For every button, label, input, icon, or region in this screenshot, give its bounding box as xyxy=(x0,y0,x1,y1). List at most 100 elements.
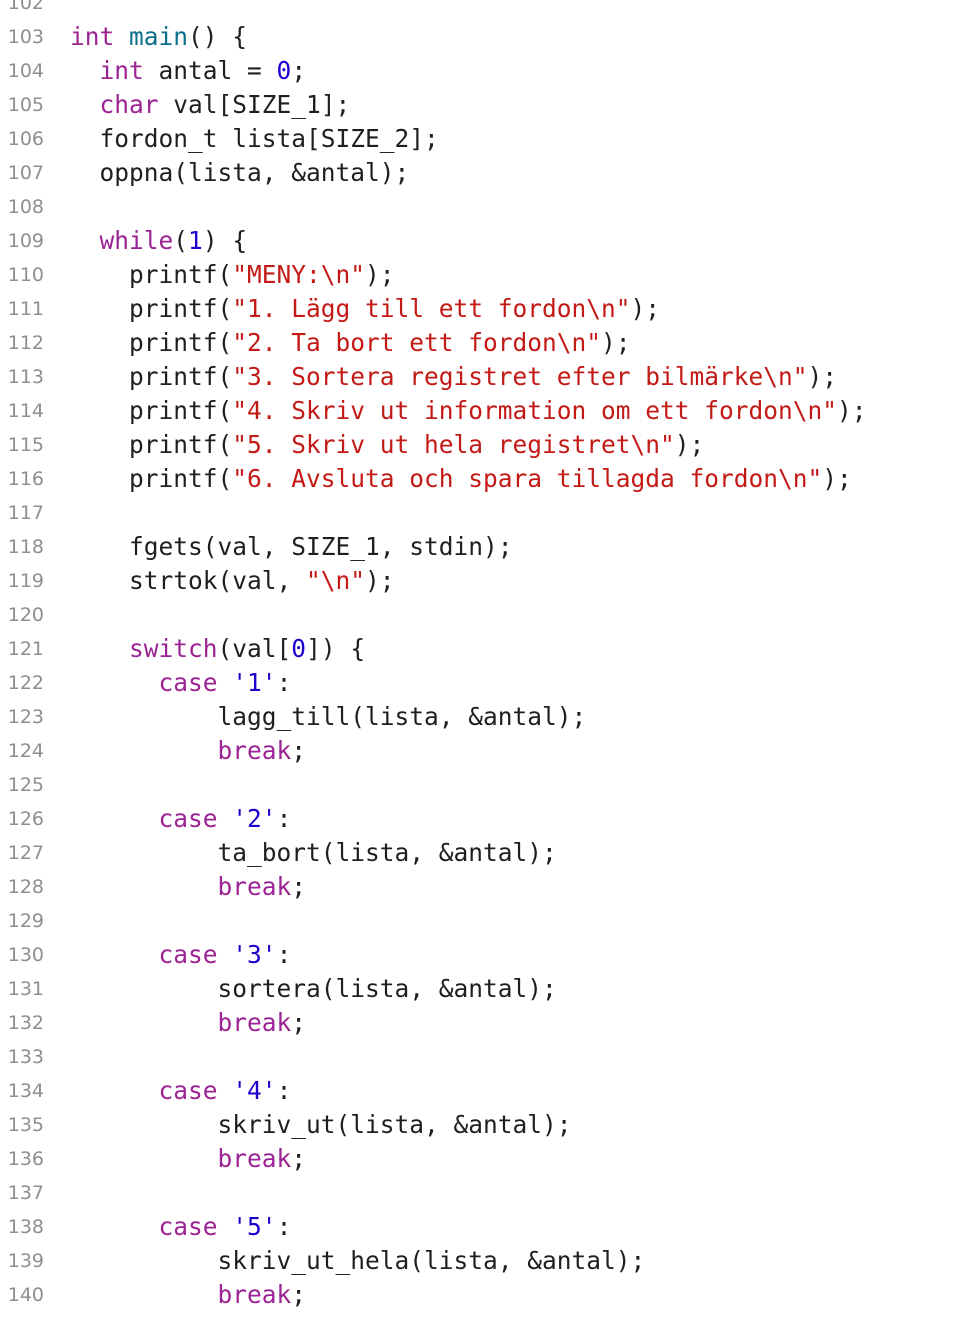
code-line[interactable]: 113 printf("3. Sortera registret efter b… xyxy=(0,360,960,394)
code-text[interactable]: sortera(lista, &antal); xyxy=(44,972,960,1006)
code-text[interactable]: break; xyxy=(44,870,960,904)
code-line[interactable]: 123 lagg_till(lista, &antal); xyxy=(0,700,960,734)
code-line[interactable]: 105 char val[SIZE_1]; xyxy=(0,88,960,122)
code-text[interactable]: printf("6. Avsluta och spara tillagda fo… xyxy=(44,462,960,496)
code-line[interactable]: 128 break; xyxy=(0,870,960,904)
code-token-plain: ); xyxy=(601,328,631,357)
code-token-plain: printf( xyxy=(70,294,233,323)
code-token-number: '4' xyxy=(232,1076,277,1105)
code-text[interactable] xyxy=(44,598,960,632)
code-text[interactable]: lagg_till(lista, &antal); xyxy=(44,700,960,734)
code-text[interactable]: fgets(val, SIZE_1, stdin); xyxy=(44,530,960,564)
code-token-keyword: case xyxy=(158,804,218,833)
code-text[interactable]: break; xyxy=(44,1006,960,1040)
code-text[interactable]: skriv_ut_hela(lista, &antal); xyxy=(44,1244,960,1278)
code-text[interactable]: printf("MENY:\n"); xyxy=(44,258,960,292)
code-line[interactable]: 140 break; xyxy=(0,1278,960,1312)
code-text[interactable]: while(1) { xyxy=(44,224,960,258)
code-line[interactable]: 120 xyxy=(0,598,960,632)
code-text[interactable]: printf("4. Skriv ut information om ett f… xyxy=(44,394,960,428)
code-line[interactable]: 109 while(1) { xyxy=(0,224,960,258)
code-token-plain xyxy=(70,872,218,901)
code-line[interactable]: 104 int antal = 0; xyxy=(0,54,960,88)
code-text[interactable] xyxy=(44,904,960,938)
code-text[interactable]: char val[SIZE_1]; xyxy=(44,88,960,122)
code-text[interactable] xyxy=(44,1040,960,1074)
code-text[interactable]: int antal = 0; xyxy=(44,54,960,88)
line-number: 123 xyxy=(7,706,44,728)
code-token-plain: printf( xyxy=(70,362,233,391)
code-text[interactable]: printf("1. Lägg till ett fordon\n"); xyxy=(44,292,960,326)
code-text[interactable]: case '4': xyxy=(44,1074,960,1108)
code-line[interactable]: 112 printf("2. Ta bort ett fordon\n"); xyxy=(0,326,960,360)
code-text[interactable]: case '1': xyxy=(44,666,960,700)
code-token-plain: : xyxy=(276,668,292,697)
code-line[interactable]: 121 switch(val[0]) { xyxy=(0,632,960,666)
code-text[interactable] xyxy=(44,190,960,224)
code-line[interactable]: 139 skriv_ut_hela(lista, &antal); xyxy=(0,1244,960,1278)
code-text[interactable]: ta_bort(lista, &antal); xyxy=(44,836,960,870)
code-line[interactable]: 127 ta_bort(lista, &antal); xyxy=(0,836,960,870)
code-token-plain xyxy=(218,668,233,697)
code-text[interactable]: switch(val[0]) { xyxy=(44,632,960,666)
code-line[interactable]: 122 case '1': xyxy=(0,666,960,700)
code-text[interactable] xyxy=(44,496,960,530)
code-text[interactable]: printf("3. Sortera registret efter bilmä… xyxy=(44,360,960,394)
code-text[interactable] xyxy=(44,0,960,20)
code-line[interactable]: 119 strtok(val, "\n"); xyxy=(0,564,960,598)
code-token-plain: ( xyxy=(173,226,189,255)
code-line[interactable]: 138 case '5': xyxy=(0,1210,960,1244)
code-token-keyword: while xyxy=(99,226,174,255)
code-text[interactable]: break; xyxy=(44,734,960,768)
code-line[interactable]: 102 xyxy=(0,0,960,20)
code-line[interactable]: 135 skriv_ut(lista, &antal); xyxy=(0,1108,960,1142)
code-line[interactable]: 115 printf("5. Skriv ut hela registret\n… xyxy=(0,428,960,462)
code-text[interactable] xyxy=(44,768,960,802)
code-line[interactable]: 110 printf("MENY:\n"); xyxy=(0,258,960,292)
code-text[interactable]: printf("2. Ta bort ett fordon\n"); xyxy=(44,326,960,360)
code-line[interactable]: 129 xyxy=(0,904,960,938)
code-line[interactable]: 132 break; xyxy=(0,1006,960,1040)
code-token-func: main xyxy=(129,22,189,51)
code-text[interactable]: strtok(val, "\n"); xyxy=(44,564,960,598)
code-line[interactable]: 131 sortera(lista, &antal); xyxy=(0,972,960,1006)
code-text[interactable]: skriv_ut(lista, &antal); xyxy=(44,1108,960,1142)
code-token-plain xyxy=(70,1280,218,1309)
code-line[interactable]: 125 xyxy=(0,768,960,802)
code-line[interactable]: 106 fordon_t lista[SIZE_2]; xyxy=(0,122,960,156)
code-line[interactable]: 133 xyxy=(0,1040,960,1074)
code-text[interactable]: int main() { xyxy=(44,20,960,54)
code-text[interactable] xyxy=(44,1176,960,1210)
code-line[interactable]: 124 break; xyxy=(0,734,960,768)
code-token-plain: printf( xyxy=(70,464,233,493)
code-line[interactable]: 114 printf("4. Skriv ut information om e… xyxy=(0,394,960,428)
code-text[interactable]: break; xyxy=(44,1142,960,1176)
code-text[interactable]: oppna(lista, &antal); xyxy=(44,156,960,190)
code-token-plain xyxy=(70,634,129,663)
line-number: 102 xyxy=(7,0,44,14)
code-text[interactable]: printf("5. Skriv ut hela registret\n"); xyxy=(44,428,960,462)
code-line[interactable]: 116 printf("6. Avsluta och spara tillagd… xyxy=(0,462,960,496)
code-token-keyword: case xyxy=(158,1212,218,1241)
code-line[interactable]: 107 oppna(lista, &antal); xyxy=(0,156,960,190)
code-line[interactable]: 136 break; xyxy=(0,1142,960,1176)
code-text[interactable]: fordon_t lista[SIZE_2]; xyxy=(44,122,960,156)
code-text[interactable]: case '3': xyxy=(44,938,960,972)
code-line[interactable]: 137 xyxy=(0,1176,960,1210)
code-line[interactable]: 111 printf("1. Lägg till ett fordon\n"); xyxy=(0,292,960,326)
code-text[interactable]: break; xyxy=(44,1278,960,1312)
code-line[interactable]: 108 xyxy=(0,190,960,224)
code-token-plain xyxy=(70,1076,159,1105)
code-text[interactable]: case '2': xyxy=(44,802,960,836)
code-token-plain: (val[ xyxy=(217,634,292,663)
code-text[interactable]: case '5': xyxy=(44,1210,960,1244)
code-line[interactable]: 134 case '4': xyxy=(0,1074,960,1108)
code-line[interactable]: 126 case '2': xyxy=(0,802,960,836)
code-token-plain: sortera(lista, &antal); xyxy=(70,974,557,1003)
code-token-string: "2. Ta bort ett fordon\n" xyxy=(232,328,602,357)
code-line[interactable]: 118 fgets(val, SIZE_1, stdin); xyxy=(0,530,960,564)
code-line[interactable]: 117 xyxy=(0,496,960,530)
code-line[interactable]: 130 case '3': xyxy=(0,938,960,972)
